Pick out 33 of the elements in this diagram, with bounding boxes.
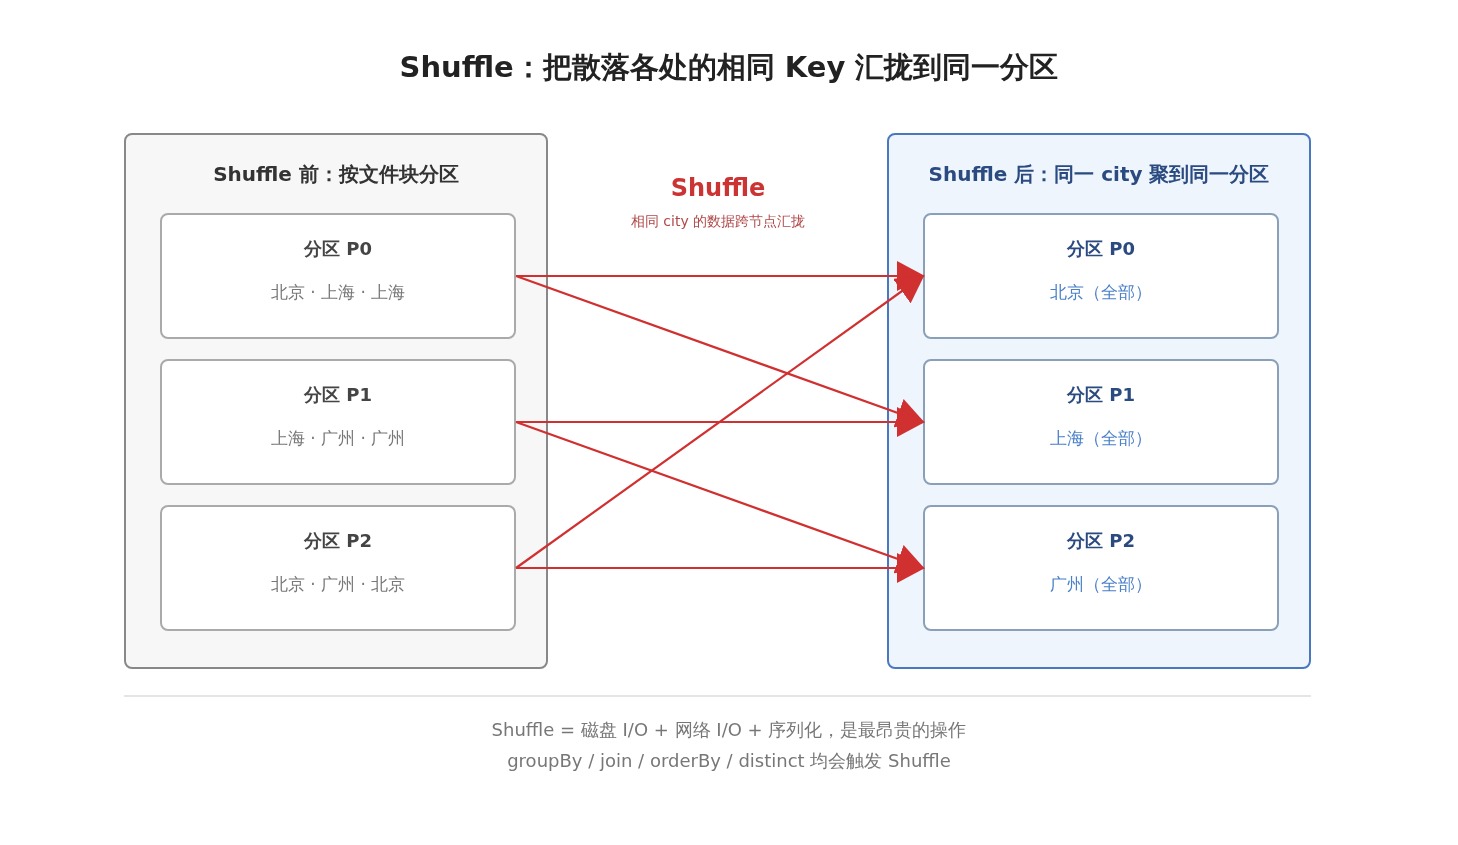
partition-title: 分区 P2 <box>303 529 373 553</box>
arrow <box>516 407 925 437</box>
partition-title: 分区 P1 <box>303 383 373 407</box>
partition-title: 分区 P0 <box>303 237 373 261</box>
footer-note: groupBy / join / orderBy / distinct 均会触发 Shuffle <box>506 749 952 773</box>
partition-box <box>160 505 516 631</box>
partition-content: 北京 · 广州 · 北京 <box>269 573 407 596</box>
group-panel <box>887 133 1311 669</box>
partition-box <box>923 213 1279 339</box>
arrow <box>516 553 925 583</box>
arrow <box>515 420 925 574</box>
shuffle-note: 相同 city 的数据跨节点汇拢 <box>629 213 807 231</box>
arrow <box>515 274 925 569</box>
partition-box <box>160 359 516 485</box>
partition-box <box>160 213 516 339</box>
partition-box <box>923 359 1279 485</box>
partition-content: 上海（全部） <box>1049 427 1153 450</box>
arrow <box>515 274 925 428</box>
partition-box <box>923 505 1279 631</box>
footer-note: Shuffle = 磁盘 I/O + 网络 I/O + 序列化，是最昂贵的操作 <box>490 718 968 742</box>
partition-title: 分区 P1 <box>1066 383 1136 407</box>
partition-content: 北京 · 上海 · 上海 <box>269 281 407 304</box>
group-panel <box>124 133 548 669</box>
partition-content: 广州（全部） <box>1049 573 1153 596</box>
shuffle-label: Shuffle <box>669 174 767 202</box>
diagram-title: Shuffle：把散落各处的相同 Key 汇拢到同一分区 <box>398 49 1060 86</box>
partition-content: 北京（全部） <box>1049 281 1153 304</box>
partition-title: 分区 P2 <box>1066 529 1136 553</box>
panel-heading: Shuffle 后：同一 city 聚到同一分区 <box>927 161 1271 188</box>
panel-heading: Shuffle 前：按文件块分区 <box>212 161 460 188</box>
partition-content: 上海 · 广州 · 广州 <box>269 427 407 450</box>
partition-title: 分区 P0 <box>1066 237 1136 261</box>
arrow <box>516 261 925 291</box>
